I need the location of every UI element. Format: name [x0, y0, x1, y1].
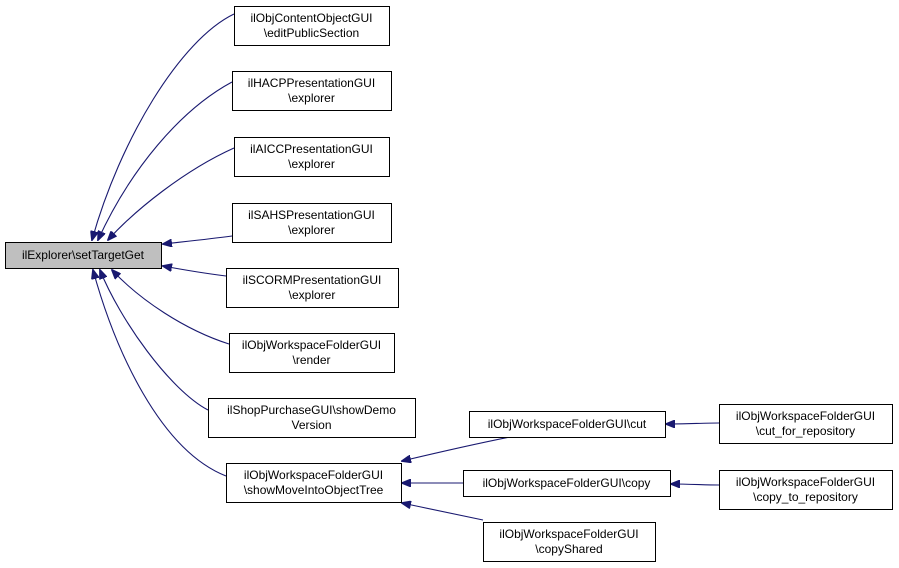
- caller-node[interactable]: ilSCORMPresentationGUI\explorer: [226, 268, 399, 308]
- caller-node[interactable]: ilObjWorkspaceFolderGUI\showMoveIntoObje…: [226, 463, 402, 503]
- edge-arrow: [402, 503, 484, 521]
- node-label-line: ilObjWorkspaceFolderGUI: [499, 527, 638, 541]
- caller-node[interactable]: ilAICCPresentationGUI\explorer: [234, 137, 390, 177]
- edge-arrow: [98, 81, 233, 240]
- node-label-line: \render: [292, 353, 330, 367]
- node-label-line: \editPublicSection: [264, 26, 359, 40]
- caller-node[interactable]: ilObjWorkspaceFolderGUI\copy: [463, 470, 671, 497]
- node-box: [226, 268, 399, 308]
- edge-n7-to-root: [100, 270, 209, 411]
- node-box: [226, 463, 402, 503]
- nodes-layer: ilExplorer\setTargetGet ilObjContentObjec…: [5, 6, 893, 562]
- edge-n8-to-root: [93, 270, 227, 477]
- edge-n1-to-root: [92, 13, 235, 240]
- edge-arrow: [163, 235, 233, 244]
- edge-n12-to-n9: [666, 423, 720, 424]
- node-label-line: ilObjWorkspaceFolderGUI\cut: [488, 417, 647, 431]
- edges-layer: [92, 13, 720, 521]
- node-label-line: \explorer: [288, 157, 335, 171]
- node-label-line: \explorer: [289, 288, 336, 302]
- node-box: [469, 411, 666, 438]
- caller-node[interactable]: ilObjWorkspaceFolderGUI\render: [229, 333, 395, 373]
- caller-node[interactable]: ilObjWorkspaceFolderGUI\cut: [469, 411, 666, 438]
- edge-arrow: [402, 436, 511, 461]
- node-label-line: \copy_to_repository: [753, 490, 858, 504]
- caller-node[interactable]: ilObjWorkspaceFolderGUI\copy_to_reposito…: [719, 470, 893, 510]
- edge-n3-to-root: [108, 147, 235, 240]
- node-box: [483, 522, 656, 562]
- node-label-line: ilObjWorkspaceFolderGUI\copy: [483, 476, 651, 490]
- node-label-line: ilHACPPresentationGUI: [248, 76, 375, 90]
- node-label-line: \explorer: [288, 91, 335, 105]
- node-label-line: \showMoveIntoObjectTree: [244, 483, 384, 497]
- node-label-line: \copyShared: [535, 542, 602, 556]
- node-label-line: ilObjContentObjectGUI: [250, 11, 372, 25]
- node-label-line: \cut_for_repository: [756, 424, 855, 438]
- node-box: [719, 470, 893, 510]
- edge-arrow: [163, 266, 227, 277]
- caller-node[interactable]: ilObjContentObjectGUI\editPublicSection: [234, 6, 390, 46]
- edge-n13-to-n10: [671, 484, 720, 485]
- edge-n5-to-root: [163, 266, 227, 277]
- edge-n2-to-root: [98, 81, 233, 240]
- node-label-line: ilObjWorkspaceFolderGUI: [736, 475, 875, 489]
- edge-arrow: [671, 484, 720, 485]
- edge-arrow: [93, 270, 227, 477]
- edge-n11-to-n8: [402, 503, 484, 521]
- node-box: [234, 6, 390, 46]
- edge-arrow: [92, 13, 235, 240]
- node-box: [5, 242, 162, 269]
- caller-node[interactable]: ilObjWorkspaceFolderGUI\cut_for_reposito…: [719, 404, 893, 444]
- node-label-line: ilSAHSPresentationGUI: [248, 208, 375, 222]
- node-label-line: Version: [291, 418, 331, 432]
- root-node[interactable]: ilExplorer\setTargetGet: [5, 242, 162, 269]
- edge-arrow: [100, 270, 209, 411]
- node-box: [232, 71, 392, 111]
- node-label-line: ilObjWorkspaceFolderGUI: [736, 409, 875, 423]
- node-label-line: ilObjWorkspaceFolderGUI: [244, 468, 383, 482]
- caller-node[interactable]: ilObjWorkspaceFolderGUI\copyShared: [483, 522, 656, 562]
- node-label-line: \explorer: [288, 223, 335, 237]
- node-box: [463, 470, 671, 497]
- node-label-line: ilObjWorkspaceFolderGUI: [242, 338, 381, 352]
- node-label-line: ilAICCPresentationGUI: [250, 142, 373, 156]
- edge-arrow: [112, 270, 230, 345]
- node-label-line: ilExplorer\setTargetGet: [22, 248, 145, 262]
- edge-n6-to-root: [112, 270, 230, 345]
- edge-arrow: [108, 147, 235, 240]
- edge-arrow: [666, 423, 720, 424]
- node-box: [234, 137, 390, 177]
- node-label-line: ilSCORMPresentationGUI: [243, 273, 382, 287]
- caller-node[interactable]: ilHACPPresentationGUI\explorer: [232, 71, 392, 111]
- node-box: [719, 404, 893, 444]
- node-box: [232, 203, 392, 243]
- caller-node[interactable]: ilSAHSPresentationGUI\explorer: [232, 203, 392, 243]
- node-label-line: ilShopPurchaseGUI\showDemo: [227, 403, 396, 417]
- edge-n9-to-n8: [402, 436, 511, 461]
- node-box: [208, 398, 416, 438]
- edge-n4-to-root: [163, 235, 233, 244]
- node-box: [229, 333, 395, 373]
